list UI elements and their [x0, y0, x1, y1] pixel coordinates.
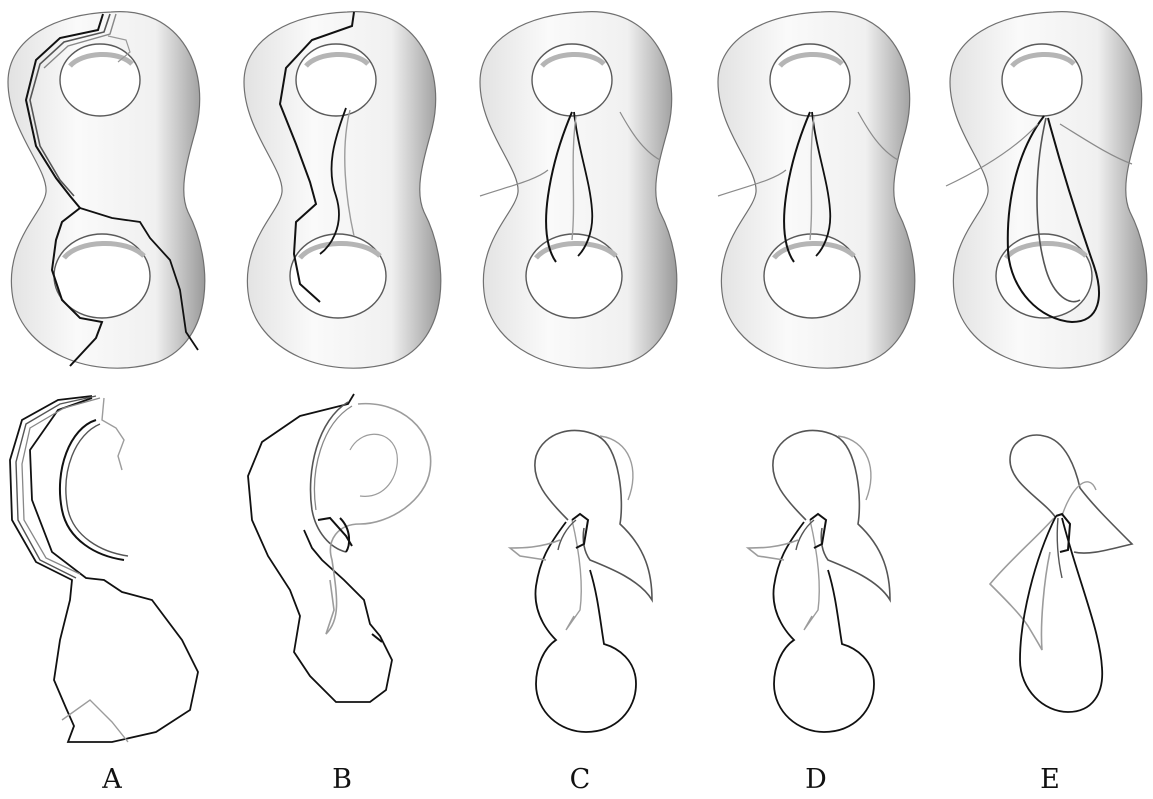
mesh-e	[946, 12, 1147, 369]
panel-b	[244, 12, 441, 702]
panel-label-c: C	[550, 764, 610, 795]
cut-curves-d	[748, 430, 890, 732]
cut-curves-a	[10, 396, 198, 742]
panel-e	[946, 12, 1147, 712]
cut-curves-e	[990, 435, 1132, 712]
panel-label-b: B	[312, 764, 372, 795]
mesh-c	[480, 12, 677, 369]
panel-d	[718, 12, 915, 732]
panel-c	[480, 12, 677, 732]
mesh-d	[718, 12, 915, 369]
mesh-a	[8, 12, 205, 369]
panel-label-d: D	[786, 764, 846, 795]
panel-a	[8, 12, 205, 742]
cut-curves-c	[510, 430, 652, 732]
panel-label-a: A	[82, 764, 142, 795]
panel-label-e: E	[1020, 764, 1080, 795]
mesh-b	[244, 12, 441, 369]
cut-curves-b	[248, 394, 431, 702]
